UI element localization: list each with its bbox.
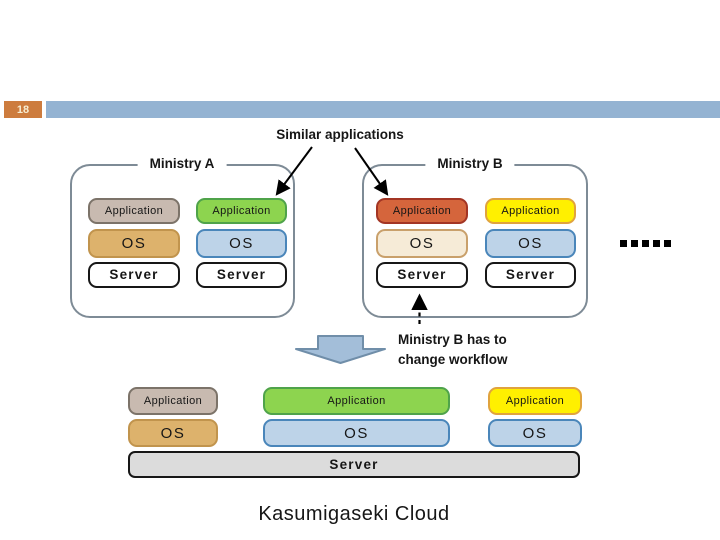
ministry-a-stack1-server-box: Server bbox=[88, 262, 180, 288]
cloud-stack1-application-box: Application bbox=[128, 387, 218, 415]
ministry-b-stack2-server-box: Server bbox=[485, 262, 576, 288]
similar-applications-label: Similar applications bbox=[276, 127, 404, 142]
cloud-shared-server-box: Server bbox=[128, 451, 580, 478]
ministry-b-note-line1: Ministry B has to bbox=[398, 332, 507, 347]
ministry-a-stack2-server-box: Server bbox=[196, 262, 287, 288]
ministry-b-note-line2: change workflow bbox=[398, 352, 508, 367]
ministry-b-stack1-application-box: Application bbox=[376, 198, 468, 224]
ministry-b-note: Ministry B has to change workflow bbox=[398, 330, 508, 370]
cloud-stack1-os-box: OS bbox=[128, 419, 218, 447]
ministry-b-stack1-server-box: Server bbox=[376, 262, 468, 288]
ministry-a-label: Ministry A bbox=[137, 156, 227, 172]
ministry-a-stack1-application-box: Application bbox=[88, 198, 180, 224]
ministry-b-stack2-os-box: OS bbox=[485, 229, 576, 258]
header-bar bbox=[46, 101, 720, 118]
cloud-stack2-application-box: Application bbox=[263, 387, 450, 415]
ministry-b-label: Ministry B bbox=[425, 156, 515, 172]
ministry-b-stack1-os-box: OS bbox=[376, 229, 468, 258]
cloud-stack3-application-box: Application bbox=[488, 387, 582, 415]
ministry-a-stack1-os-box: OS bbox=[88, 229, 180, 258]
continuation-dots-icon bbox=[620, 240, 671, 247]
ministry-a-stack2-os-box: OS bbox=[196, 229, 287, 258]
down-block-arrow-icon bbox=[295, 335, 386, 364]
page-number-badge: 18 bbox=[4, 101, 42, 118]
ministry-a-stack2-application-box: Application bbox=[196, 198, 287, 224]
slide-title: Kasumigaseki Cloud bbox=[258, 503, 450, 525]
cloud-stack2-os-box: OS bbox=[263, 419, 450, 447]
ministry-b-stack2-application-box: Application bbox=[485, 198, 576, 224]
cloud-stack3-os-box: OS bbox=[488, 419, 582, 447]
